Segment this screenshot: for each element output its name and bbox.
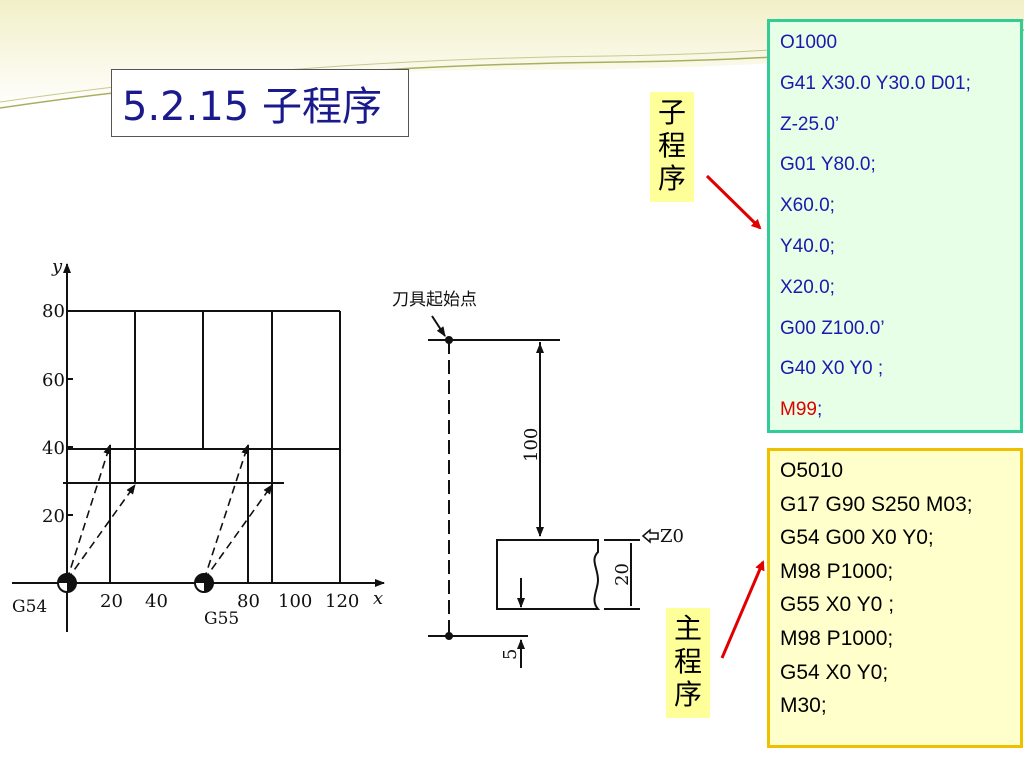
y-tick-60: 60	[42, 370, 65, 391]
code-line: X20.0;	[780, 276, 835, 298]
dim-5-label: 5	[500, 649, 521, 660]
y-tick-80: 80	[42, 301, 65, 322]
code-line: O5010	[780, 459, 844, 482]
slide-title-box: 5.2.15 子程序	[111, 69, 409, 137]
dim-100-label: 100	[521, 428, 542, 462]
subprogram-code-panel: O1000 G41 X30.0 Y30.0 D01; Z-25.0’ G01 Y…	[767, 19, 1023, 433]
code-line: O1000	[780, 32, 838, 53]
code-line: G01 Y80.0;	[780, 154, 876, 176]
dim-20-label: 20	[612, 563, 633, 586]
tool-start-label: 刀具起始点	[392, 290, 477, 310]
x-axis-label: x	[373, 588, 383, 609]
y-tick-40: 40	[42, 438, 65, 459]
y-tick-20: 20	[42, 506, 65, 527]
x-tick-100: 100	[278, 591, 312, 612]
code-line: M98 P1000;	[780, 626, 894, 650]
x-tick-120: 120	[325, 591, 359, 612]
z0-label: Z0	[660, 526, 684, 547]
code-line: G55 X0 Y0 ;	[780, 593, 895, 617]
main-program-arrow	[720, 560, 765, 659]
origin-label-g54: G54	[12, 597, 47, 617]
code-line-m99: M99;	[780, 399, 823, 421]
code-line: X60.0;	[780, 195, 835, 217]
z0-arrow-icon	[641, 528, 659, 544]
x-tick-80: 80	[237, 591, 260, 612]
code-line: Y40.0;	[780, 235, 835, 257]
code-line: G00 Z100.0’	[780, 317, 885, 339]
code-line: M98 P1000;	[780, 559, 894, 583]
code-line: G40 X0 Y0 ;	[780, 358, 884, 380]
code-line: G41 X30.0 Y30.0 D01;	[780, 72, 971, 94]
main-program-code-panel: O5010 G17 G90 S250 M03; G54 G00 X0 Y0; M…	[767, 448, 1023, 748]
workpiece	[496, 539, 601, 610]
code-line: G54 G00 X0 Y0;	[780, 526, 934, 550]
code-line: Z-25.0’	[780, 113, 840, 135]
y-axis-label: y	[51, 256, 63, 277]
origin-g55-icon	[194, 573, 214, 593]
code-line: G54 X0 Y0;	[780, 660, 889, 684]
subprogram-label: 子 程 序	[650, 92, 694, 202]
subprogram-arrow	[705, 174, 762, 230]
main-program-label: 主 程 序	[666, 608, 710, 718]
code-line: G17 G90 S250 M03;	[780, 492, 973, 516]
origin-label-g55: G55	[204, 609, 239, 629]
x-tick-20: 20	[100, 591, 123, 612]
slide-title: 5.2.15 子程序	[122, 84, 382, 130]
origin-g54-icon	[57, 573, 77, 593]
x-tick-40: 40	[145, 591, 168, 612]
code-line: M30;	[780, 694, 827, 718]
